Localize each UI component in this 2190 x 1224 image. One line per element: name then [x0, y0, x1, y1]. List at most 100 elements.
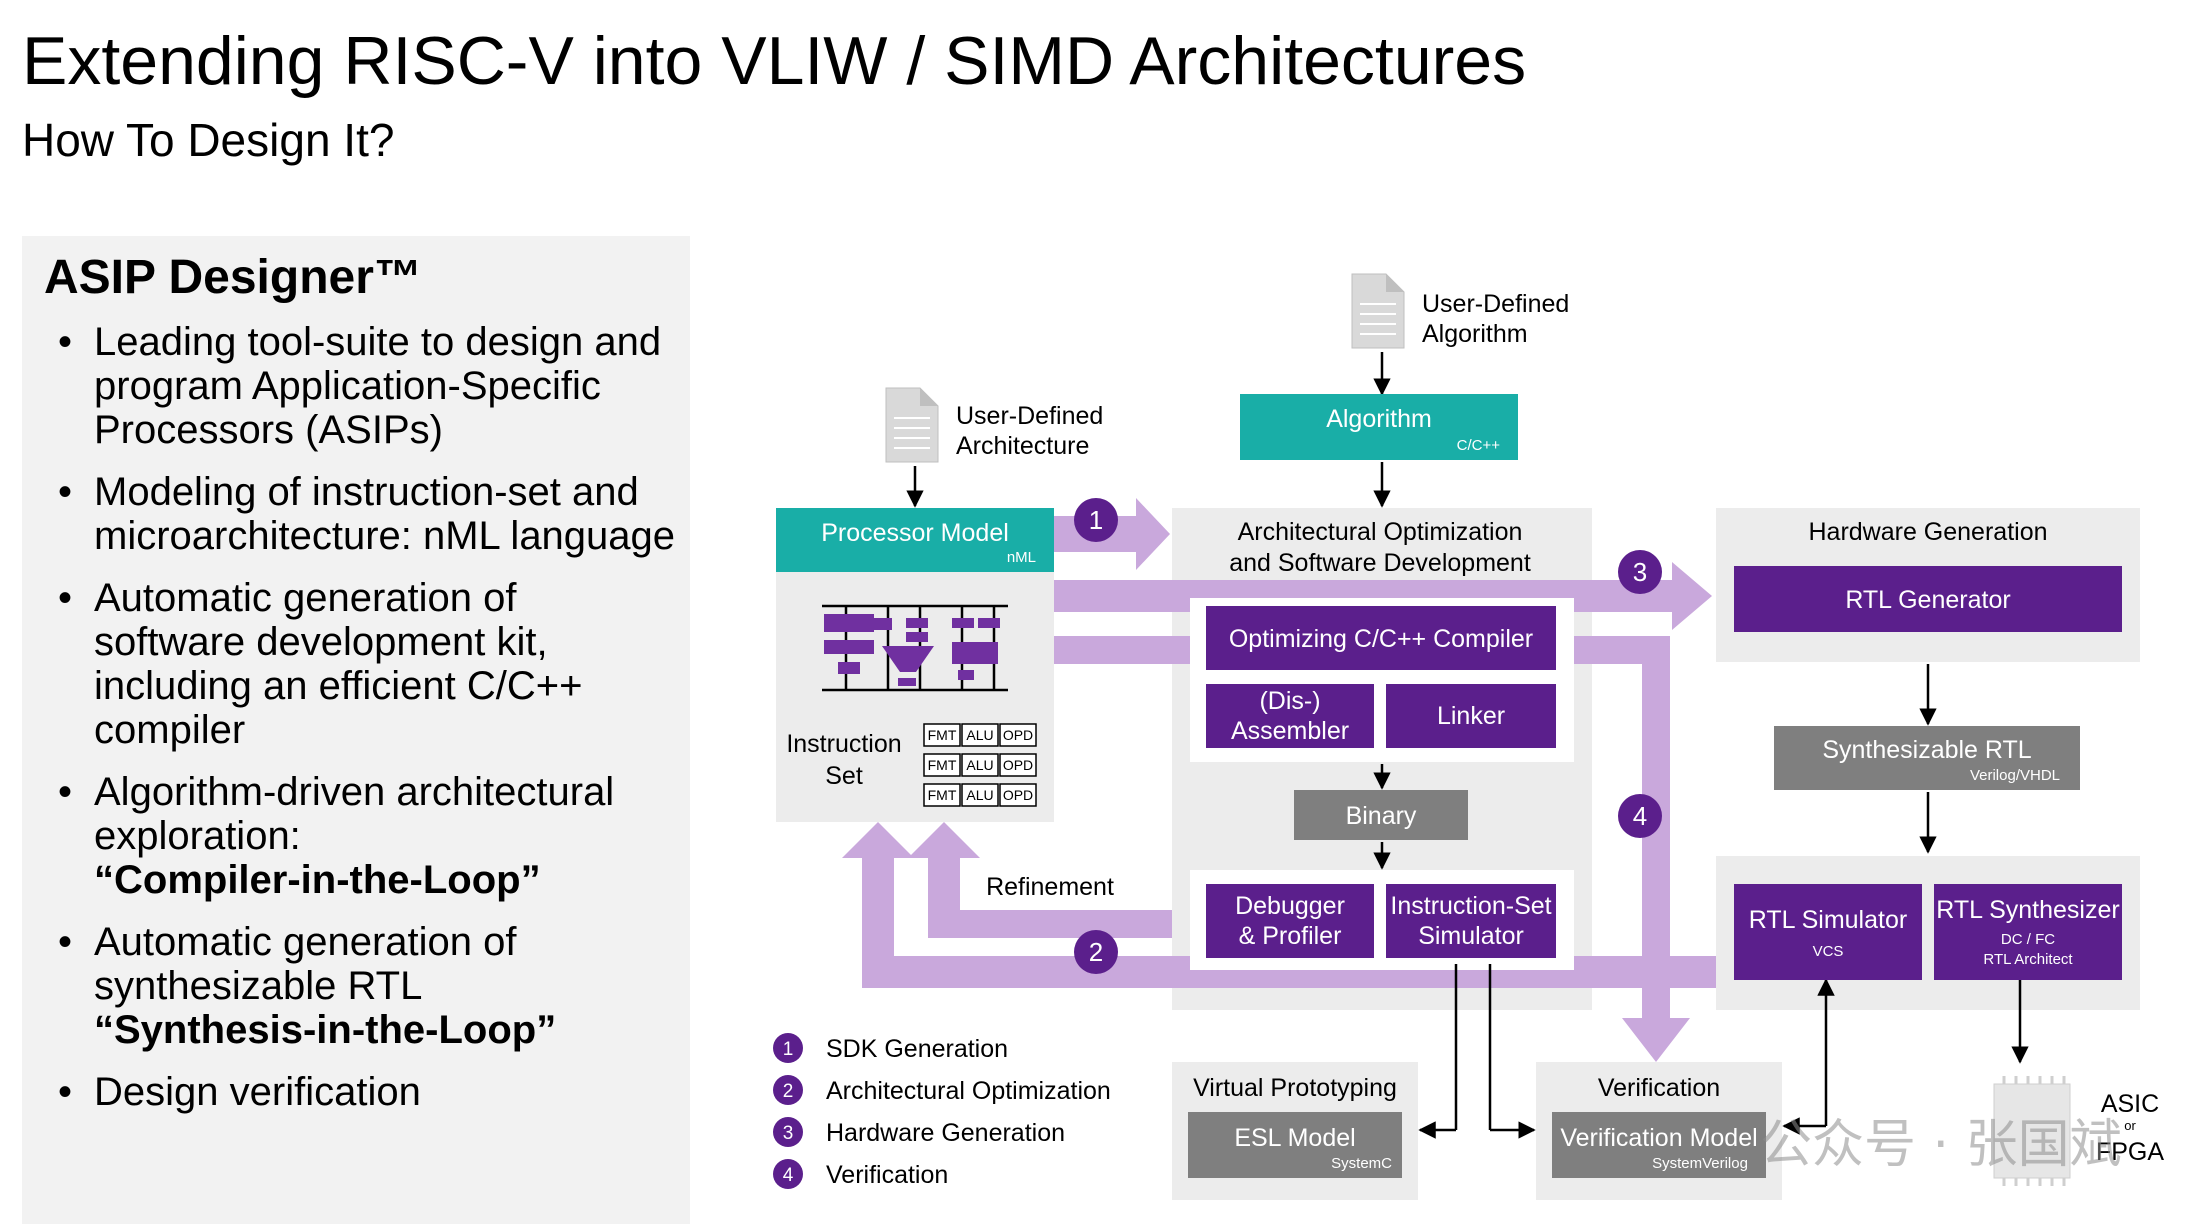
connector-arrows — [906, 352, 2029, 1139]
feature-text: Automatic generation of software develop… — [94, 576, 583, 752]
step-badge-number: 3 — [1633, 557, 1647, 587]
step-badges: 1 2 3 4 — [1074, 498, 1662, 974]
rtl-simulator-label: RTL Simulator — [1749, 906, 1907, 934]
refinement-inner-arrow — [908, 822, 1172, 938]
processor-model-sub: nML — [1007, 549, 1036, 566]
legend-item: 2 Architectural Optimization — [773, 1075, 1111, 1105]
feature-emphasis: “Synthesis-in-the-Loop” — [94, 1008, 557, 1052]
legend-badge-number: 2 — [783, 1081, 794, 1102]
isa-field-cell — [999, 723, 1037, 747]
isa-field-label: OPD — [1003, 727, 1033, 743]
isa-field-cell — [999, 783, 1037, 807]
rtl-synthesizer-label: RTL Synthesizer — [1936, 896, 2119, 924]
feature-item: Algorithm-driven architectural explorati… — [58, 770, 678, 902]
step-badge-circle — [1618, 794, 1662, 838]
processor-model-label: Processor Model — [821, 519, 1009, 547]
panel-title: ASIP Designer™ — [44, 251, 422, 304]
rtl-simulator-box — [1734, 884, 1922, 980]
feature-text: Design verification — [94, 1070, 421, 1114]
compiler-box — [1206, 606, 1556, 670]
isa-field-label: FMT — [928, 787, 957, 803]
feature-emphasis: “Compiler-in-the-Loop” — [94, 858, 541, 902]
linker-label: Linker — [1437, 702, 1505, 730]
step-badge-number: 4 — [1633, 801, 1647, 831]
isa-field-label: ALU — [966, 757, 993, 773]
isa-field-cell — [961, 753, 999, 777]
rtl-synthesizer-sub2: RTL Architect — [1983, 951, 2073, 968]
hw-gen-title: Hardware Generation — [1808, 518, 2047, 546]
verification-title: Verification — [1598, 1074, 1720, 1102]
assembler-label: (Dis-)Assembler — [1231, 687, 1349, 745]
slide-title: Extending RISC-V into VLIW / SIMD Archit… — [22, 23, 1527, 99]
isa-field-cell — [961, 783, 999, 807]
processor-datapath-icon — [822, 604, 1008, 692]
document-icon — [1351, 273, 1405, 349]
step-badge-1: 1 — [1074, 498, 1118, 542]
virtual-proto-title: Virtual Prototyping — [1193, 1074, 1397, 1102]
legend-badge — [773, 1033, 803, 1063]
synth-rtl-label: Synthesizable RTL — [1822, 736, 2031, 764]
feature-text: Algorithm-driven architectural explorati… — [94, 770, 615, 858]
rtl-synthesizer-box — [1934, 884, 2122, 980]
feature-list: Leading tool-suite to design and program… — [58, 320, 678, 1132]
isa-field-cell — [999, 753, 1037, 777]
isa-field-label: ALU — [966, 787, 993, 803]
algorithm-box — [1240, 394, 1518, 460]
legend-item: 1 SDK Generation — [773, 1033, 1008, 1063]
isa-field-cell — [923, 723, 961, 747]
assembler-box — [1206, 684, 1374, 748]
processor-model-box — [776, 508, 1054, 572]
step-badge-2: 2 — [1074, 930, 1118, 974]
legend-item: 4 Verification — [773, 1159, 948, 1189]
legend-badge-number: 3 — [783, 1123, 794, 1144]
isa-field-label: FMT — [928, 727, 957, 743]
linker-box — [1386, 684, 1556, 748]
verify-flow-arrow — [1054, 636, 1690, 1062]
feature-item: Leading tool-suite to design and program… — [58, 320, 678, 452]
algorithm-sub: C/C++ — [1457, 437, 1501, 454]
step-badge-number: 2 — [1089, 937, 1103, 967]
legend-label: Architectural Optimization — [826, 1077, 1111, 1105]
document-icon — [885, 387, 939, 463]
asic-label: ASIC — [2101, 1090, 2159, 1118]
algorithm-label: Algorithm — [1326, 405, 1432, 433]
binary-box — [1294, 790, 1468, 840]
feature-text: Leading tool-suite to design and program… — [94, 320, 662, 452]
verification-model-box — [1552, 1112, 1766, 1178]
rtl-simulator-sub: VCS — [1813, 943, 1844, 960]
esl-model-label: ESL Model — [1234, 1124, 1355, 1152]
legend-badge — [773, 1075, 803, 1105]
legend-badge — [773, 1117, 803, 1147]
legend-label: Verification — [826, 1161, 948, 1189]
feature-item: Design verification — [58, 1070, 678, 1114]
debugger-label: Debugger& Profiler — [1235, 892, 1345, 950]
iss-box — [1386, 884, 1556, 958]
isa-field-label: ALU — [966, 727, 993, 743]
debugger-box — [1206, 884, 1374, 958]
legend-label: SDK Generation — [826, 1035, 1008, 1063]
step-badge-4: 4 — [1618, 794, 1662, 838]
refinement-outer-arrow — [842, 822, 1716, 988]
feature-text: Modeling of instruction-set and microarc… — [94, 470, 676, 558]
fpga-label: FPGA — [2096, 1138, 2164, 1166]
hw-flow-arrow — [1054, 562, 1712, 630]
binary-label: Binary — [1346, 802, 1417, 830]
isa-field-label: FMT — [928, 757, 957, 773]
esl-model-box — [1188, 1112, 1402, 1178]
legend-badge-number: 4 — [783, 1165, 794, 1186]
isa-field-cell — [923, 753, 961, 777]
step-badge-number: 1 — [1089, 505, 1103, 535]
synth-rtl-sub: Verilog/VHDL — [1970, 767, 2060, 784]
chip-icon — [1993, 1076, 2071, 1186]
asip-designer-panel: ASIP Designer™ Leading tool-suite to des… — [22, 236, 690, 1224]
rtl-generator-label: RTL Generator — [1845, 586, 2010, 614]
legend-badge-number: 1 — [783, 1039, 794, 1060]
isa-field-label: OPD — [1003, 757, 1033, 773]
feature-item: Automatic generation of synthesizable RT… — [58, 920, 678, 1052]
